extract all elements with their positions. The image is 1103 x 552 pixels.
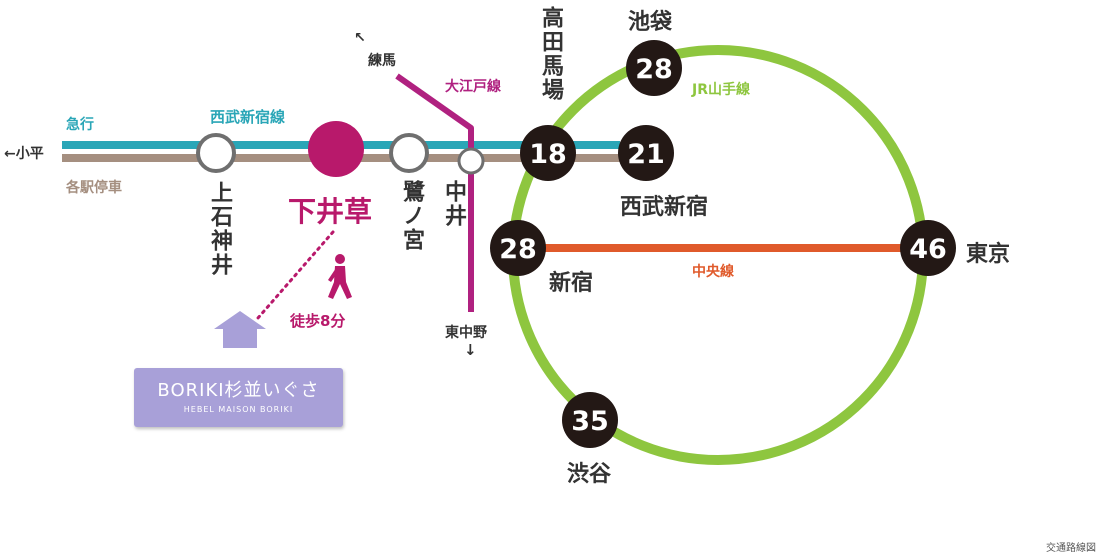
station-shimoigusa-marker [308, 121, 364, 177]
station-shimoigusa-name: 下井草 [288, 195, 373, 228]
oedo-line [395, 73, 474, 312]
station-shinjuku-marker [490, 220, 546, 276]
direction-higashinakano: 東中野 [445, 325, 487, 341]
station-kamishakujii-name: 上石神井 [207, 181, 232, 277]
minutes-tokyo: 46 [909, 234, 947, 265]
station-tokyo-marker [900, 220, 956, 276]
station-shibuya-marker [562, 392, 618, 448]
station-saginomiya-marker [389, 133, 429, 173]
property-subname: HEBEL MAISON BORIKI [183, 405, 294, 414]
station-takadanobaba-marker [520, 125, 576, 181]
station-seibushinjuku-name: 西武新宿 [620, 195, 709, 220]
station-takadanobaba-name: 高田馬場 [538, 6, 563, 102]
minutes-seibushinjuku: 21 [627, 139, 665, 170]
minutes-takadanobaba: 18 [529, 139, 567, 170]
minutes-ikebukuro: 28 [635, 54, 673, 85]
direction-nerima: 練馬 [368, 53, 396, 69]
station-ikebukuro-name: 池袋 [628, 10, 673, 35]
property-name: BORIKI杉並いぐさ [157, 380, 320, 401]
local-line-label: 各駅停車 [66, 180, 122, 196]
chuo-line-label: 中央線 [692, 264, 734, 280]
station-kamishakujii-marker [196, 133, 236, 173]
station-nakai-name: 中井 [441, 180, 466, 228]
station-tokyo-name: 東京 [966, 242, 1011, 267]
walker-icon [328, 254, 352, 299]
yamanote-line-label: JR山手線 [692, 82, 750, 98]
direction-nerima-arrow: ↖ [354, 30, 366, 46]
minutes-shibuya: 35 [571, 406, 609, 437]
map-caption: 交通路線図 [1046, 543, 1096, 552]
direction-higashinakano-arrow: ↓ [464, 341, 477, 359]
express-line-label: 急行 [66, 117, 94, 133]
seibu-line-label: 西武新宿線 [210, 108, 286, 126]
station-nakai-marker [457, 147, 485, 175]
minutes-shinjuku: 28 [499, 234, 537, 265]
station-saginomiya-name: 鷺ノ宮 [399, 180, 424, 252]
station-seibushinjuku-marker [618, 125, 674, 181]
home-icon [214, 311, 266, 348]
station-shinjuku-name: 新宿 [549, 271, 594, 296]
oedo-line-label: 大江戸線 [445, 79, 501, 95]
station-ikebukuro-marker [626, 40, 682, 96]
direction-kodaira: ←小平 [4, 146, 44, 162]
walking-route-dots [256, 230, 335, 320]
property-badge: BORIKI杉並いぐさ HEBEL MAISON BORIKI [134, 368, 343, 427]
station-shibuya-name: 渋谷 [567, 462, 612, 487]
walk-time-label: 徒歩8分 [290, 312, 346, 330]
